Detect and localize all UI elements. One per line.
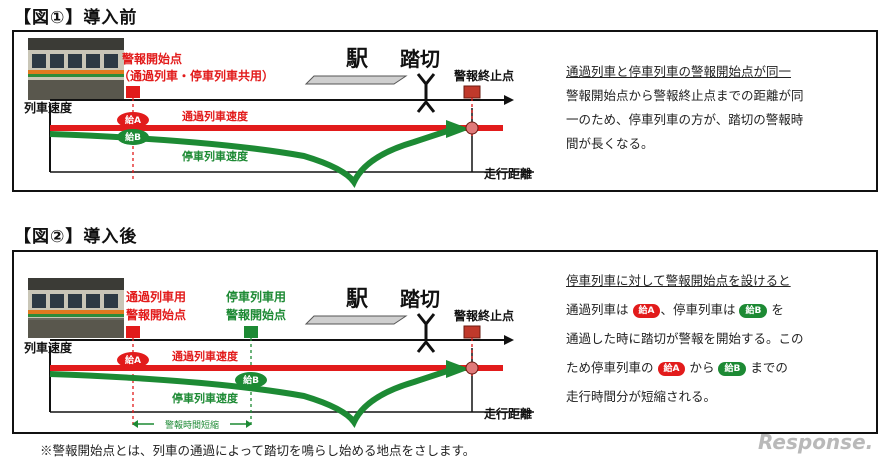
pill-a [117,352,149,368]
stop-warn-start-marker [244,326,258,338]
crossing-label: 踏切 [400,287,440,311]
fig1-heading: 【図①】導入前 [14,8,138,28]
track-arrow-icon [504,95,514,105]
fig2-diagram: 給A 給B 警報時間短縮 通過列車用 警報開始点 停車列車用 警報開始点 駅 踏… [24,278,534,431]
fig2-desc-line-2-c: を [771,302,784,317]
warn-start-label-1: 警報開始点 [121,51,182,66]
crossing-icon [416,313,436,353]
stop-speed-label: 停車列車速度 [182,149,249,163]
fig2-description: 停車列車に対して警報開始点を設けると 通過列車は 給A、停車列車は 給B を 通… [566,266,870,411]
stop-speed-arrow-icon [446,360,470,378]
shortened-arrow-left-icon [132,420,138,428]
warn-end-label: 警報終止点 [453,308,514,323]
pill-b [117,129,149,145]
speed-axis-label: 列車速度 [24,340,73,355]
stop-start-label-2: 警報開始点 [225,307,286,322]
station-platform [304,75,408,85]
warn-end-label: 警報終止点 [453,68,514,83]
fig2-heading: 【図②】導入後 [14,227,138,247]
pill-a-inline: 給A [657,361,686,376]
train-photo [28,38,124,100]
fig2-desc-line-4-a: ため停車列車の [566,360,654,375]
pass-speed-label: 通過列車速度 [172,349,239,363]
fig1-diagram: 給A 給B 警報開始点 （通過列車・停車列車共用） 駅 踏切 警報終止点 列車速… [24,38,534,188]
fig2-desc-line-2-a: 通過列車は [566,302,629,317]
footnote: ※警報開始点とは、列車の通過によって踏切を鳴らし始める地点をさします。 [40,443,476,458]
fig2-desc-line-2: 通過列車は 給A、停車列車は 給B を [566,295,870,324]
fig1-panel: 給A 給B 警報開始点 （通過列車・停車列車共用） 駅 踏切 警報終止点 列車速… [12,30,878,192]
track-arrow-icon [504,335,514,345]
stop-speed-arrow-icon [446,120,470,138]
pill-b [235,372,267,388]
pill-a-label: 給A [125,354,141,366]
fig1-desc-line-4: 間が長くなる。 [566,136,654,151]
pill-a [117,112,149,128]
shortened-label: 警報時間短縮 [165,419,219,431]
warn-end-marker [463,85,481,99]
response-watermark: Response. [758,430,874,454]
station-label: 駅 [346,47,368,72]
stop-speed-label: 停車列車速度 [172,391,239,405]
warn-start-marker [126,86,140,98]
pill-b-inline: 給B [739,303,768,318]
crossing-label: 踏切 [400,47,440,71]
train-photo [28,278,124,338]
pass-speed-label: 通過列車速度 [182,109,249,123]
fig2-desc-line-4-c: までの [750,360,788,375]
pass-start-label-2: 警報開始点 [125,307,186,322]
stop-start-label-1: 停車列車用 [226,289,286,304]
pass-warn-start-marker [126,326,140,338]
pill-b-inline: 給B [718,361,747,376]
fig2-desc-line-4-b: から [689,360,715,375]
stop-speed-curve [49,126,455,188]
pass-start-label-1: 通過列車用 [126,289,186,304]
crossing-icon [416,73,436,113]
fig2-desc-line-3: 通過した時に踏切が警報を開始する。この [566,331,804,346]
station-label: 駅 [346,287,368,312]
fig1-desc-line-2: 警報開始点から警報終止点までの距離が同 [566,88,804,103]
warn-end-point [465,121,479,135]
warn-end-marker [463,325,481,339]
distance-axis-label: 走行距離 [484,166,532,181]
stop-speed-curve [49,366,455,428]
fig2-panel: 給A 給B 警報時間短縮 通過列車用 警報開始点 停車列車用 警報開始点 駅 踏… [12,250,878,434]
fig2-desc-line-4: ため停車列車の 給A から 給B までの [566,353,870,382]
shortened-arrow-right-icon [246,420,252,428]
pill-b-label: 給B [125,131,141,143]
pass-speed-line [50,365,503,371]
pass-speed-line [50,125,503,131]
pill-a-inline: 給A [632,303,661,318]
fig2-desc-line-5: 走行時間分が短縮される。 [566,389,717,404]
station-platform [304,315,408,325]
pill-b-label: 給B [243,374,259,386]
fig2-desc-line-2-b: 、停車列車は [660,302,736,317]
shortened-label-bg [154,418,230,430]
pill-a-label: 給A [125,114,141,126]
fig1-desc-line-1: 通過列車と停車列車の警報開始点が同一 [566,64,792,79]
fig1-description: 通過列車と停車列車の警報開始点が同一 警報開始点から警報終止点までの距離が同 一… [566,60,866,156]
fig2-desc-line-1: 停車列車に対して警報開始点を設けると [566,273,791,288]
distance-axis-label: 走行距離 [484,406,532,421]
warn-start-label-2: （通過列車・停車列車共用） [118,68,274,83]
warn-end-point [465,361,479,375]
fig1-desc-line-3: 一のため、停車列車の方が、踏切の警報時 [566,112,804,127]
speed-axis-label: 列車速度 [24,100,73,115]
